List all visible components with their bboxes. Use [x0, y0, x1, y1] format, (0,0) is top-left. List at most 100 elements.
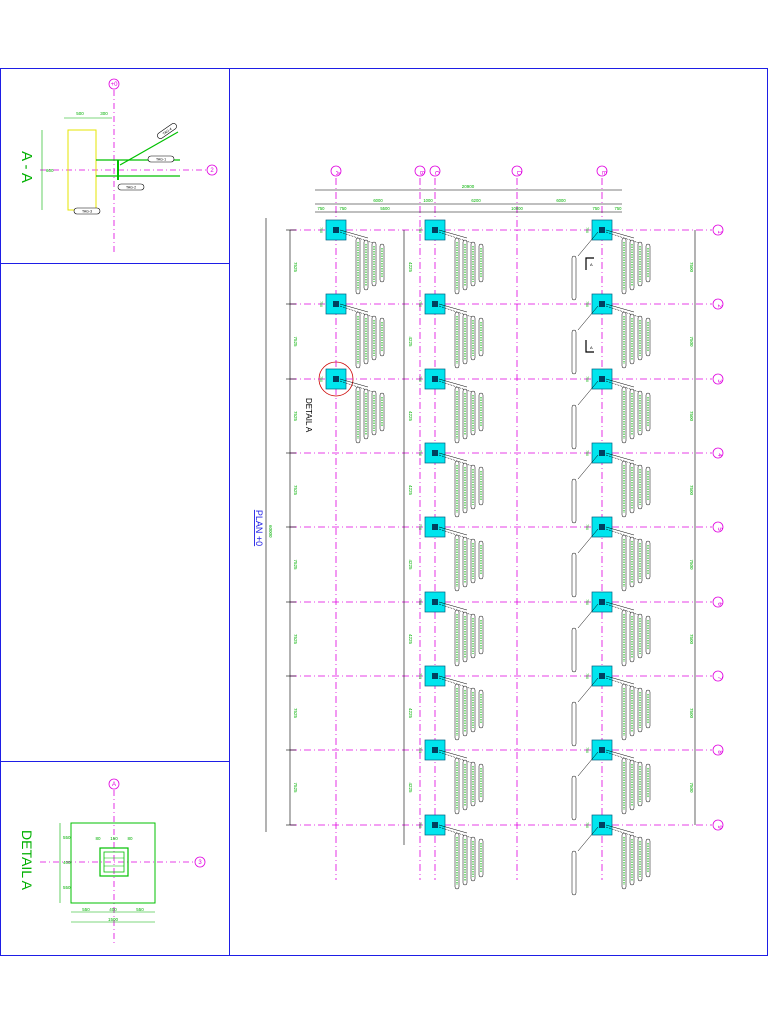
leader	[438, 824, 468, 834]
leader	[438, 601, 468, 611]
plan-row-bubble-8	[712, 744, 724, 756]
column-core-E7	[599, 673, 605, 679]
plan-row-bubble-6	[712, 596, 724, 608]
column-core-E1	[599, 227, 605, 233]
plan-row-bubble-5	[712, 521, 724, 533]
section-a-a: +0 2 500 300 600 TAG-1 TAG-2 TAG-3 TAG-4…	[18, 78, 218, 255]
column-dim: 750	[418, 822, 422, 828]
leader	[577, 677, 599, 703]
column-core-C5	[432, 524, 438, 530]
column-dim: 750	[585, 450, 589, 456]
plan-row-label-1: 1	[716, 230, 722, 234]
plan-right-dim-2: 7500	[689, 336, 694, 347]
leader	[438, 378, 468, 388]
section-tag-4	[157, 123, 177, 139]
detail-axis-col: A	[112, 782, 116, 788]
column-dim: 750	[418, 301, 422, 307]
plan-axis-bubble-D	[511, 165, 523, 177]
column-core-C4	[432, 450, 438, 456]
plan-row-label-7: 7	[716, 676, 722, 680]
section-tag-1-text: TAG-1	[156, 158, 166, 162]
column-dim: 750	[319, 227, 323, 233]
detail-axis-bubble	[108, 778, 120, 790]
plan-overall-length: 60000	[268, 525, 273, 538]
detail-dim-t2: 150	[110, 836, 118, 841]
plan-bay-dim-4: 7525	[293, 485, 298, 496]
detail-dim-t3: 80	[127, 836, 133, 841]
section-tag-2-text: TAG-2	[126, 186, 136, 190]
column-dim: 750	[418, 524, 422, 530]
detail-row-bubble	[194, 856, 206, 868]
column-core-C7	[432, 673, 438, 679]
leader	[605, 229, 635, 239]
plan-axis-label-B: B	[418, 171, 424, 175]
section-tag-3-text: TAG-3	[82, 210, 92, 214]
plan-row-bubble-9	[712, 819, 724, 831]
plan-top-dim-8: 6000	[556, 198, 566, 203]
plan-top-dim-6: 6200	[471, 198, 481, 203]
sheet-frame	[0, 68, 768, 956]
detail-footing-outline	[70, 822, 156, 904]
detail-dim-total: 1500	[108, 917, 119, 922]
column-dim: 750	[585, 673, 589, 679]
leader	[577, 603, 599, 629]
column-core-A2	[333, 301, 339, 307]
column-core-E3	[599, 376, 605, 382]
plan-row-label-6: 6	[716, 602, 722, 606]
leader	[605, 303, 635, 313]
column-dim: 750	[319, 376, 323, 382]
plan-right-dim-7: 7500	[689, 708, 694, 719]
column-callout-tag	[571, 404, 577, 450]
column-core-C3	[432, 376, 438, 382]
plan-bay-dim-7: 7525	[293, 708, 298, 719]
plan-row-label-5: 5	[716, 527, 722, 531]
column-core-C2	[432, 301, 438, 307]
detail-dim-b2: 400	[109, 907, 117, 912]
plan-right-dim-5: 7500	[689, 559, 694, 570]
section-title: A - A	[18, 151, 35, 183]
column-core-C9	[432, 822, 438, 828]
plan-top-dim-9: 750	[593, 206, 601, 211]
detail-dim-l3: 550	[63, 885, 71, 890]
column-callout-tag	[571, 627, 577, 673]
plan-right-dim-6: 7500	[689, 634, 694, 645]
plan-row-label-4: 4	[716, 453, 722, 457]
plan-row-label-9: 9	[716, 825, 722, 829]
column-core-C1	[432, 227, 438, 233]
detail-frame	[0, 761, 230, 956]
section-tag-4-text: TAG-4	[162, 127, 173, 136]
column-callout-tag	[571, 255, 577, 301]
leader	[605, 526, 635, 536]
leader	[438, 452, 468, 462]
column-callout-tag	[571, 478, 577, 524]
column-callout-tag	[571, 552, 577, 598]
plan-top-dim-4: 5500	[380, 206, 390, 211]
plan-top-dim-5: 1000	[423, 198, 433, 203]
section-dim-2: 300	[100, 111, 108, 116]
plan-axis-bubble-E	[596, 165, 608, 177]
plan-right-dim-4: 7500	[689, 485, 694, 496]
plan-bay-dim-8: 7525	[293, 782, 298, 793]
plan-row-label-8: 8	[716, 750, 722, 754]
column-core-A1	[333, 227, 339, 233]
plan-axis-label-A: A	[334, 171, 340, 175]
column-dim: 750	[585, 747, 589, 753]
plan-mid-dim-4: 4225	[408, 485, 413, 496]
leader	[438, 526, 468, 536]
plan-row-bubble-1	[712, 224, 724, 236]
plan-mid-dim-3: 4225	[408, 411, 413, 422]
plan-top-dim-2: 750	[340, 206, 348, 211]
plan-row-bubble-4	[712, 447, 724, 459]
section-dim-1: 500	[76, 111, 84, 116]
column-dim: 750	[418, 747, 422, 753]
section-row-bubble	[206, 164, 218, 176]
leader	[577, 380, 599, 406]
column-dim: 750	[585, 599, 589, 605]
plan-row-bubble-3	[712, 373, 724, 385]
leader	[605, 378, 635, 388]
column-core-C8	[432, 747, 438, 753]
column-core-E5	[599, 524, 605, 530]
